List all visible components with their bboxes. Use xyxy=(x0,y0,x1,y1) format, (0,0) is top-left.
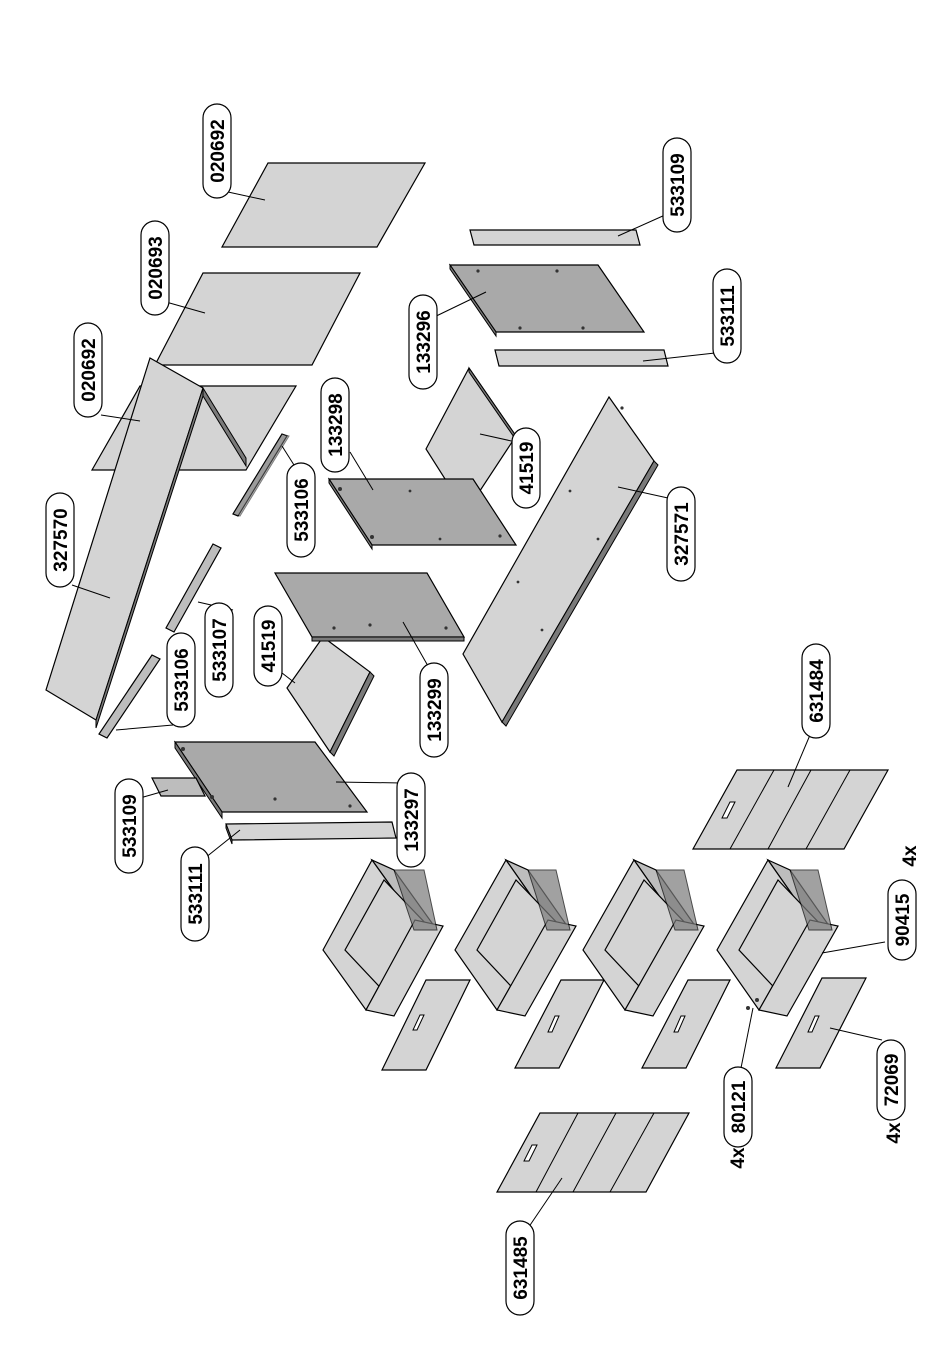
quantity-72069: 4x xyxy=(884,1122,905,1144)
part-number-020693: 020693 xyxy=(146,236,167,299)
part-number-133297: 133297 xyxy=(402,788,423,851)
part-number-533109-left: 533109 xyxy=(120,794,141,857)
label-133298: 133298 xyxy=(321,378,349,472)
label-533111-left: 533111 xyxy=(181,847,209,941)
label-133299: 133299 xyxy=(420,663,448,757)
part-number-133299: 133299 xyxy=(425,678,446,741)
label-133297: 133297 xyxy=(397,773,425,867)
label-72069: 72069 xyxy=(877,1040,905,1120)
label-80121: 80121 xyxy=(724,1067,752,1147)
part-number-80121: 80121 xyxy=(729,1080,750,1133)
label-020692-top: 020692 xyxy=(203,104,231,198)
label-631484: 631484 xyxy=(802,644,830,738)
drawer-2 xyxy=(455,860,604,1068)
part-number-133298: 133298 xyxy=(326,393,347,456)
qty-90415: 4x xyxy=(900,845,921,867)
part-number-327570: 327570 xyxy=(51,508,72,571)
part-number-41519-left: 41519 xyxy=(259,620,280,673)
label-533107: 533107 xyxy=(205,603,233,697)
label-533109-right: 533109 xyxy=(663,138,691,232)
label-631485: 631485 xyxy=(506,1221,534,1315)
quantity-90415: 4x xyxy=(900,845,921,867)
label-533106-b: 533106 xyxy=(167,633,195,727)
label-133296: 133296 xyxy=(409,295,437,389)
panel-133298 xyxy=(329,479,516,549)
part-number-020692-left: 020692 xyxy=(79,338,100,401)
part-number-020692-top: 020692 xyxy=(208,119,229,182)
label-41519-right: 41519 xyxy=(512,428,540,508)
part-number-533111-left: 533111 xyxy=(186,863,207,925)
label-020693: 020693 xyxy=(141,221,169,315)
panel-020693 xyxy=(155,273,360,365)
label-327570: 327570 xyxy=(46,493,74,587)
part-number-533111-right: 533111 xyxy=(718,285,739,347)
rail-533109-left xyxy=(152,778,205,796)
label-533109-left: 533109 xyxy=(115,779,143,873)
side-panel-133297 xyxy=(175,742,367,818)
part-number-533106-a: 533106 xyxy=(292,478,313,541)
panel-133296 xyxy=(450,265,644,336)
label-41519-left: 41519 xyxy=(254,606,282,686)
part-number-327571: 327571 xyxy=(672,502,693,566)
part-number-533106-b: 533106 xyxy=(172,648,193,711)
label-020692-left: 020692 xyxy=(74,323,102,417)
label-90415: 90415 xyxy=(888,880,916,960)
panel-020692-top xyxy=(222,163,425,247)
qty-80121: 4x xyxy=(728,1147,749,1169)
part-number-533107: 533107 xyxy=(210,618,231,681)
part-number-72069: 72069 xyxy=(882,1054,903,1107)
rail-533109-right xyxy=(470,230,640,245)
qty-72069: 4x xyxy=(884,1122,905,1144)
label-327571: 327571 xyxy=(667,487,695,581)
drawer-front-631485 xyxy=(497,1113,689,1192)
part-number-41519-right: 41519 xyxy=(517,442,538,495)
panel-133299 xyxy=(275,573,464,641)
part-number-631484: 631484 xyxy=(807,659,828,723)
quantity-80121: 4x xyxy=(728,1147,749,1169)
part-number-533109-right: 533109 xyxy=(668,153,689,216)
label-533106-a: 533106 xyxy=(287,463,315,557)
label-533111-right: 533111 xyxy=(713,269,741,363)
drawer-1 xyxy=(323,860,470,1070)
part-number-133296: 133296 xyxy=(414,310,435,373)
part-number-631485: 631485 xyxy=(511,1236,532,1300)
rail-533111-right xyxy=(495,350,668,366)
shelf-41519-left xyxy=(287,637,374,756)
drawer-3 xyxy=(583,860,730,1068)
drawer-4 xyxy=(717,860,866,1068)
part-number-90415: 90415 xyxy=(893,893,914,946)
rail-533111-left xyxy=(226,822,396,844)
